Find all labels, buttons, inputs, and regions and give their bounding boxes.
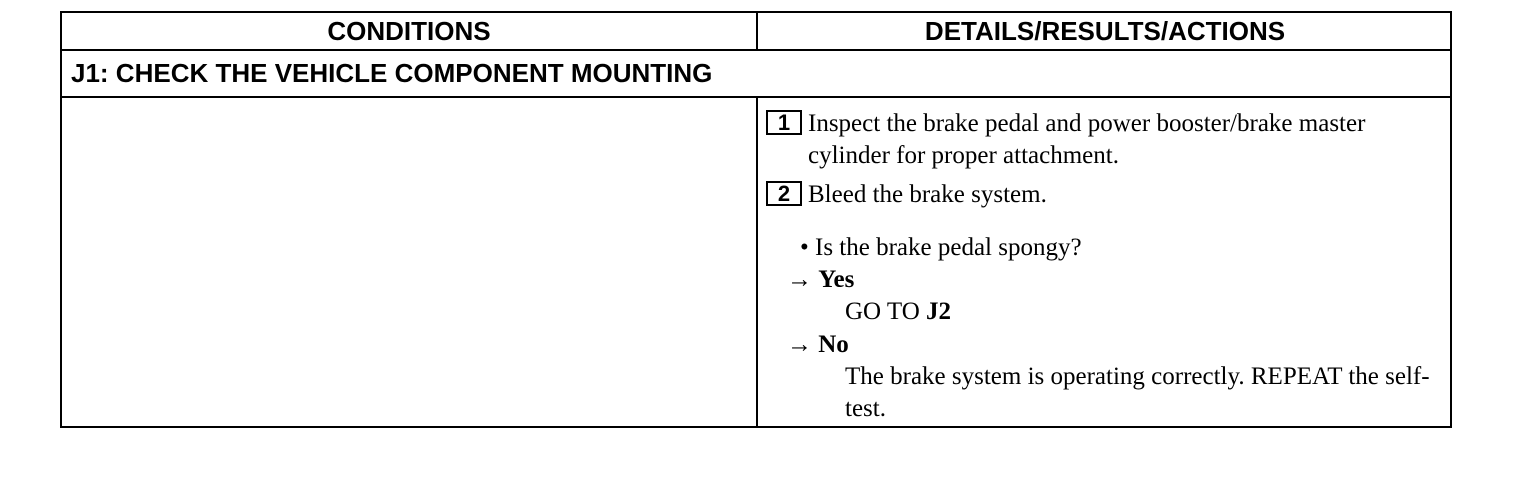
step-title: J1: CHECK THE VEHICLE COMPONENT MOUNTING (71, 58, 713, 88)
step-text: Inspect the brake pedal and power booste… (808, 110, 1366, 169)
details-header: DETAILS/RESULTS/ACTIONS (924, 16, 1286, 46)
question-text: • Is the brake pedal spongy? (800, 234, 1082, 261)
diagnostic-table: CONDITIONS DETAILS/RESULTS/ACTIONS J1: C… (60, 11, 1452, 428)
step-title-row: J1: CHECK THE VEHICLE COMPONENT MOUNTING (62, 51, 1450, 98)
column-divider (756, 13, 758, 51)
no-answer: → No (787, 329, 849, 361)
yes-result-text: GO TO (845, 298, 927, 325)
arrow-icon: → (787, 266, 812, 293)
details-cell: 1 Inspect the brake pedal and power boos… (758, 98, 1452, 428)
conditions-header: CONDITIONS (327, 16, 491, 46)
yes-label: Yes (818, 266, 855, 293)
column-divider (756, 98, 758, 428)
yes-result-target: J2 (926, 298, 952, 325)
yes-answer: → Yes (787, 264, 854, 296)
step-number-box: 2 (766, 181, 802, 206)
yes-result: GO TO J2 (845, 296, 951, 328)
step-number-box: 1 (766, 110, 802, 135)
step-text: Bleed the brake system. (808, 181, 1047, 208)
conditions-cell (62, 98, 756, 428)
no-result-text: The brake system is operating correctly.… (845, 363, 1430, 422)
arrow-icon: → (787, 331, 812, 358)
no-label: No (818, 331, 849, 358)
